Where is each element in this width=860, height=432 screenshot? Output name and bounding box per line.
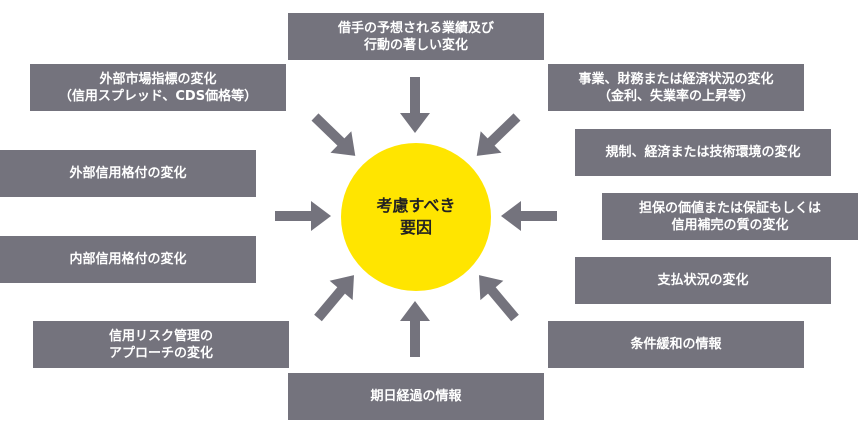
factor-line: 条件緩和の情報 — [630, 337, 722, 352]
arrow-bottom-left — [306, 265, 366, 328]
factor-line: 規制、経済または技術環境の変化 — [605, 145, 801, 160]
factor-internal-credit-rating: 内部信用格付の変化 — [0, 236, 256, 283]
factor-line: 事業、財務または経済状況の変化 — [578, 71, 774, 87]
factor-line: 信用補完の質の変化 — [671, 217, 789, 233]
factor-past-due-info: 期日経過の情報 — [288, 373, 544, 420]
factor-credit-risk-management: 信用リスク管理の アプローチの変化 — [33, 321, 289, 368]
factor-collateral-value: 担保の価値または保証もしくは 信用補完の質の変化 — [602, 193, 858, 240]
arrow-right — [501, 201, 557, 231]
arrow-bottom-right — [467, 265, 527, 328]
arrow-top — [400, 77, 430, 133]
factor-line: 支払状況の変化 — [657, 273, 749, 288]
arrow-top-left — [304, 106, 366, 167]
factor-line: 借手の予想される業績及び — [337, 20, 494, 36]
factor-modification-info: 条件緩和の情報 — [548, 321, 804, 368]
factor-line: 外部信用格付の変化 — [69, 166, 187, 181]
factor-line: 行動の著しい変化 — [363, 37, 468, 53]
factor-line: 内部信用格付の変化 — [69, 252, 187, 267]
factor-payment-status: 支払状況の変化 — [575, 257, 831, 304]
factor-line: 期日経過の情報 — [370, 389, 462, 404]
arrow-top-right — [466, 106, 528, 167]
arrow-bottom — [400, 301, 430, 357]
factor-line: （金利、失業率の上昇等） — [597, 88, 754, 104]
center-line1: 考慮すべき — [376, 196, 456, 215]
factor-external-credit-rating: 外部信用格付の変化 — [0, 150, 256, 197]
factor-line: アプローチの変化 — [108, 345, 213, 361]
factor-line: 外部市場指標の変化 — [99, 71, 217, 87]
factor-line: 担保の価値または保証もしくは — [638, 200, 821, 216]
factor-business-financial-conditions: 事業、財務または経済状況の変化 （金利、失業率の上昇等） — [548, 64, 804, 111]
factor-borrower-performance: 借手の予想される業績及び 行動の著しい変化 — [288, 13, 544, 60]
arrow-left — [275, 201, 331, 231]
factor-regulatory-environment: 規制、経済または技術環境の変化 — [575, 129, 831, 176]
factor-line: 信用リスク管理の — [108, 328, 213, 344]
factor-external-market-indicators: 外部市場指標の変化 （信用スプレッド、CDS価格等） — [30, 64, 286, 111]
factor-line: （信用スプレッド、CDS価格等） — [58, 88, 258, 104]
center-line2: 要因 — [399, 218, 432, 237]
center-factors-circle: 考慮すべき 要因 — [341, 143, 491, 291]
